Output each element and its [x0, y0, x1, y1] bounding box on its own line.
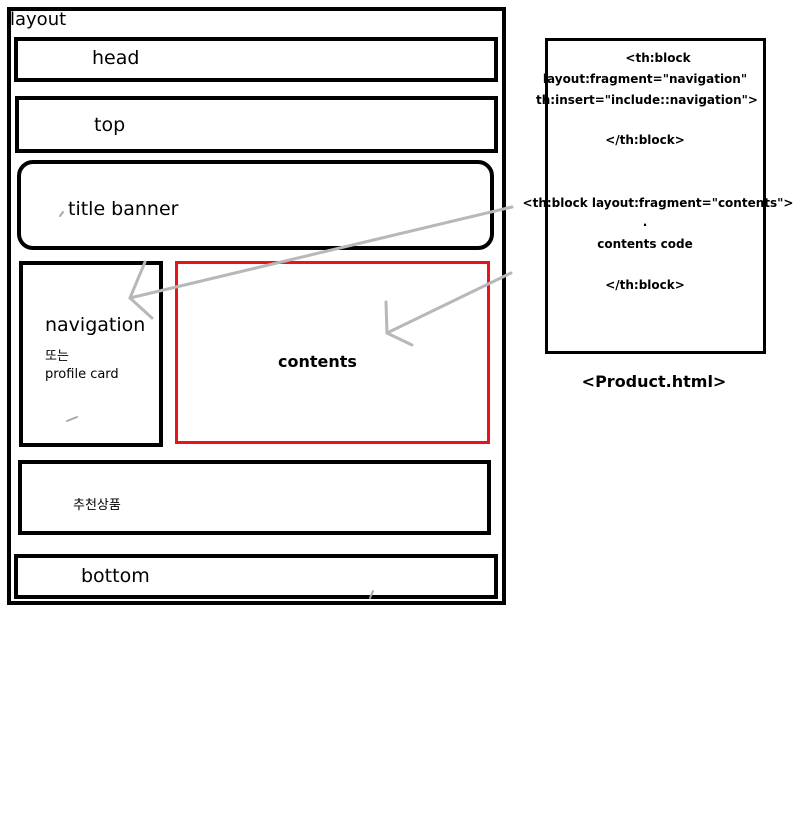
code-line-8: </th:block> [605, 278, 685, 292]
recommended-section [18, 460, 491, 535]
stray-mark [369, 590, 374, 599]
code-line-4: </th:block> [605, 133, 685, 147]
title-banner-section [17, 160, 494, 250]
top-section [15, 96, 498, 153]
head-section [14, 37, 498, 82]
code-line-5: <th:block layout:fragment="contents"> [522, 196, 794, 210]
navigation-arrow-head [128, 260, 154, 320]
recommended-label: 추천상품 [73, 498, 121, 513]
code-line-2: layout:fragment="navigation" [542, 72, 748, 86]
product-caption: <Product.html> [581, 372, 727, 391]
bottom-label: bottom [81, 565, 150, 587]
code-line-1: <th:block [625, 51, 691, 65]
navigation-label: navigation [45, 314, 146, 336]
contents-section [175, 261, 490, 444]
bottom-section [14, 554, 498, 599]
code-line-7: contents code [597, 237, 693, 251]
code-line-6: . [642, 215, 648, 229]
navigation-or-label: 또는 [45, 349, 69, 364]
navigation-section [19, 261, 163, 447]
head-label: head [92, 47, 140, 69]
layout-label: layout [10, 9, 67, 30]
code-line-3: th:insert="include::navigation"> [536, 93, 758, 107]
title-banner-label: title banner [68, 198, 179, 220]
stray-mark [59, 211, 64, 217]
layout-frame [7, 7, 506, 605]
contents-arrow-head [384, 300, 414, 347]
stray-mark [66, 416, 78, 422]
navigation-arrow-shaft [128, 205, 514, 300]
contents-label: contents [278, 352, 357, 371]
product-html-box [545, 38, 766, 354]
top-label: top [94, 114, 126, 136]
profile-card-label: profile card [45, 367, 119, 382]
contents-arrow-shaft [385, 271, 513, 335]
